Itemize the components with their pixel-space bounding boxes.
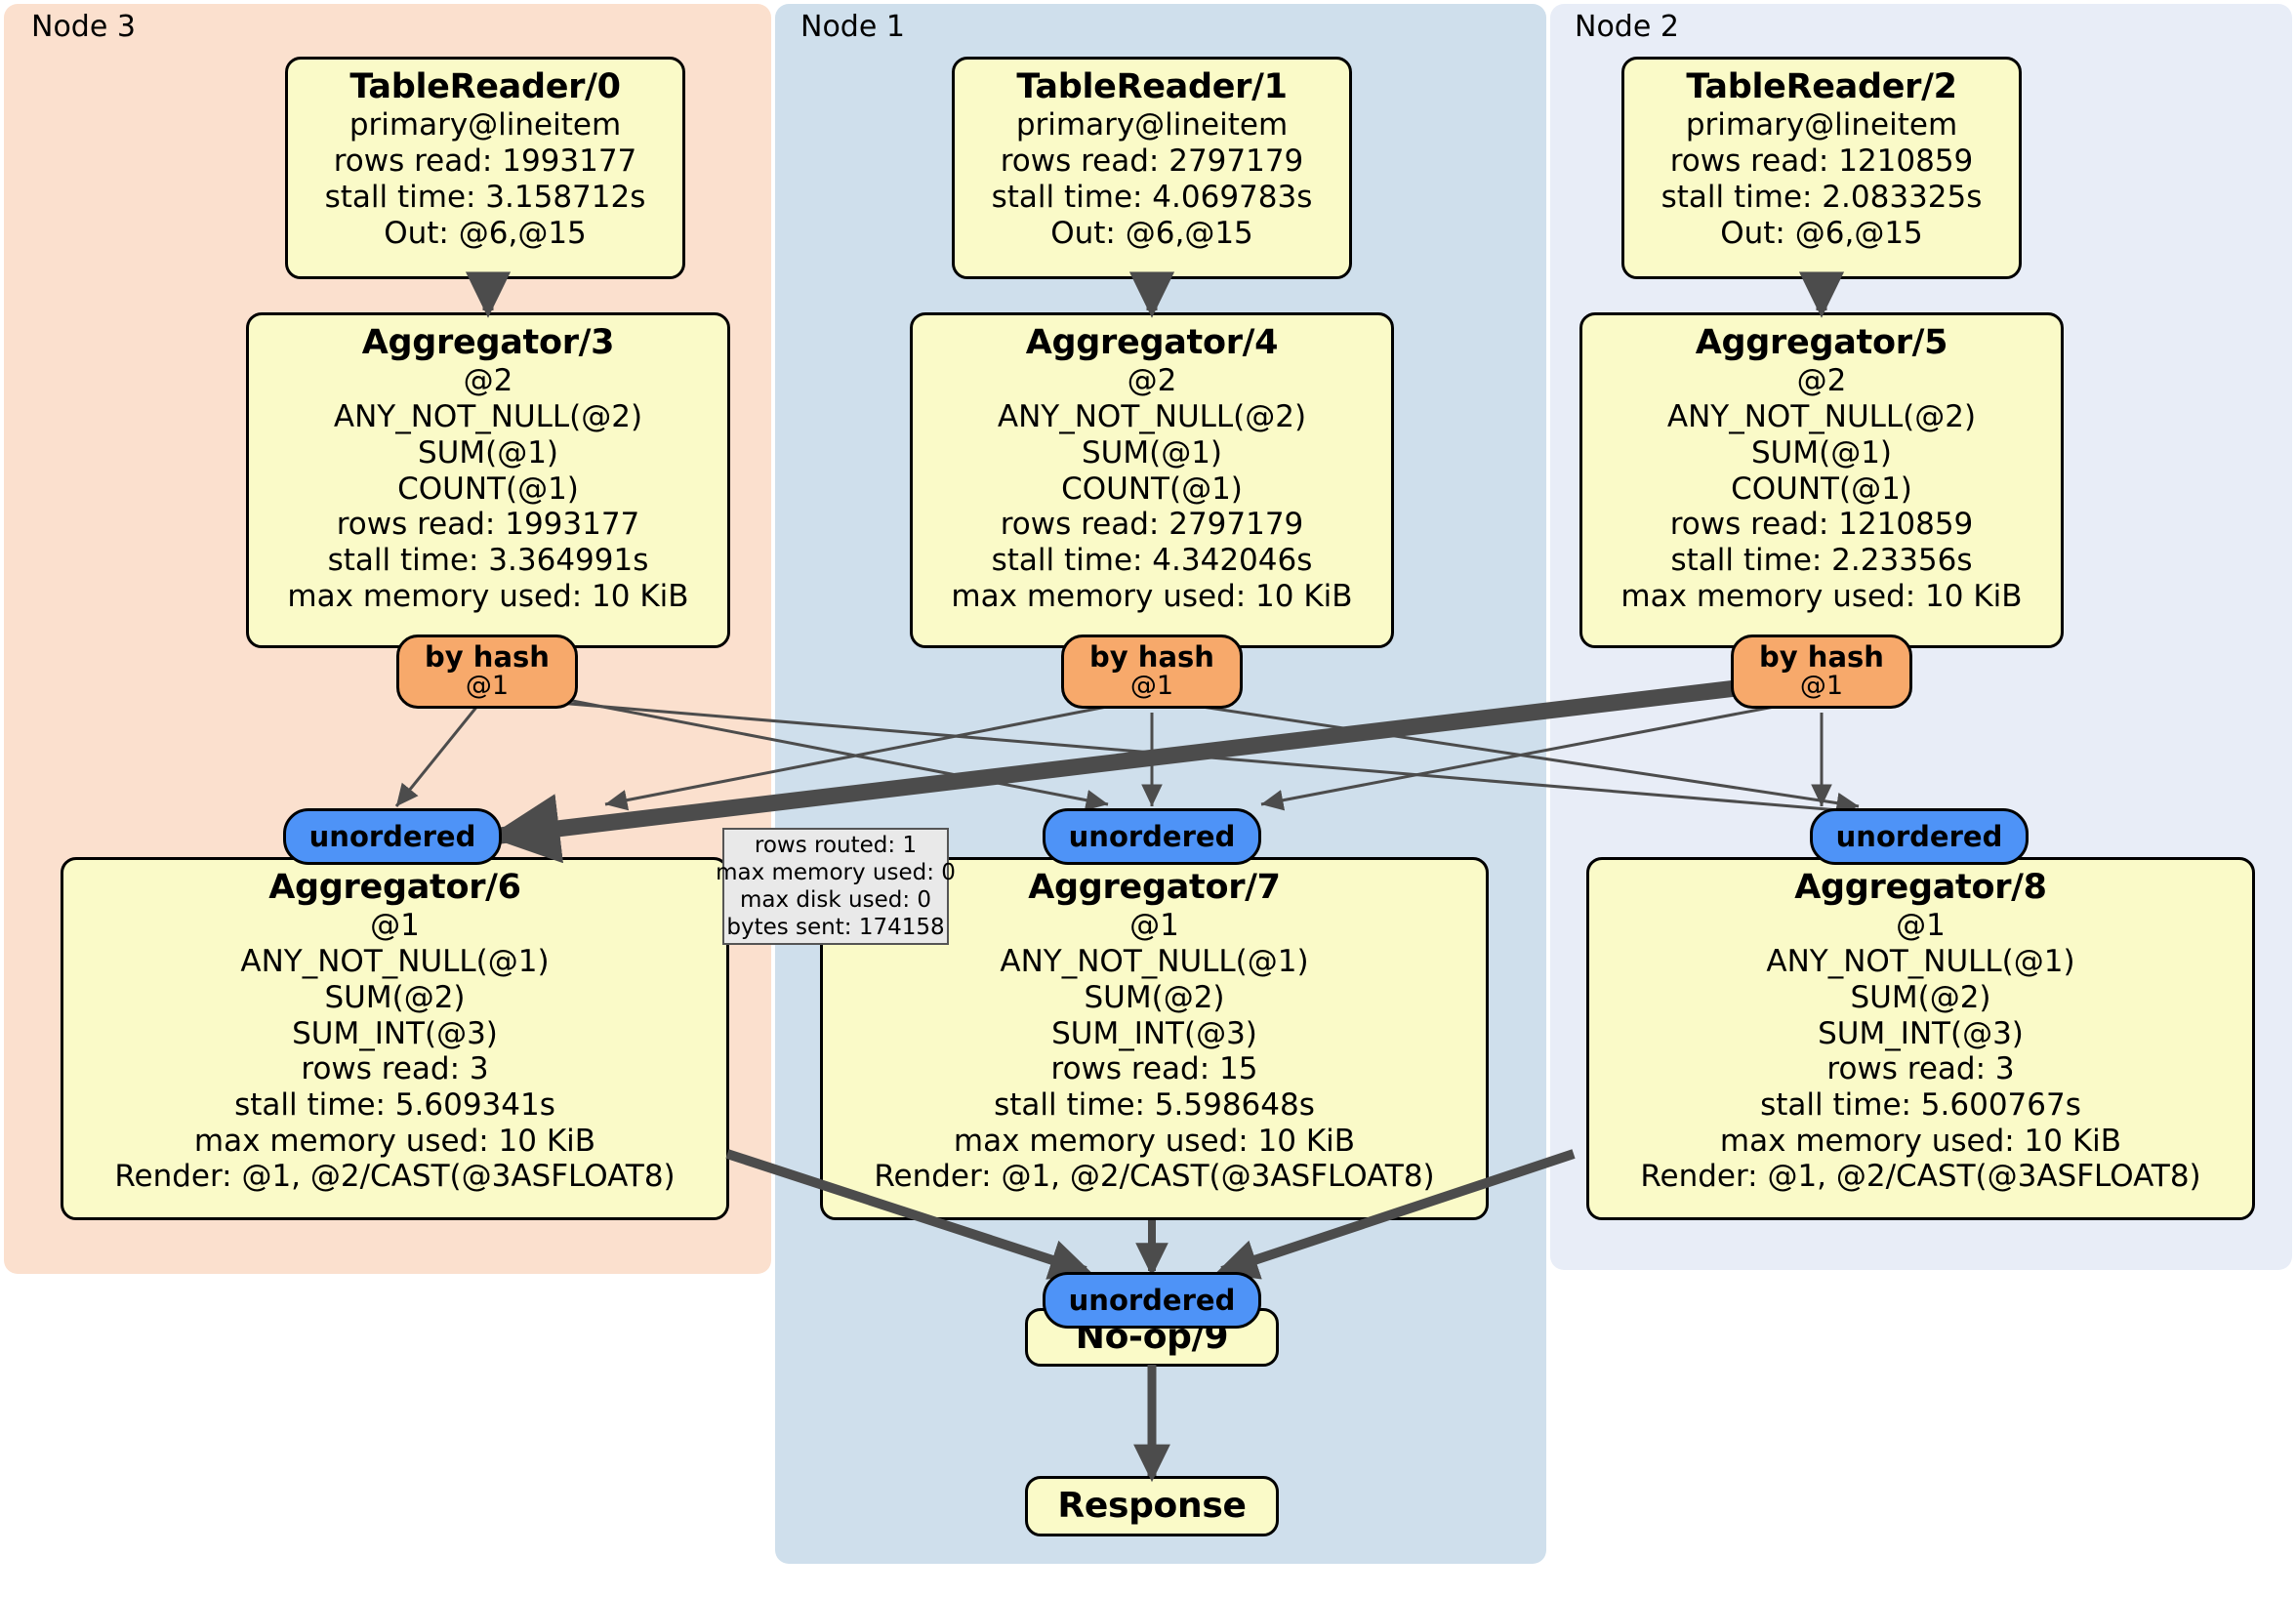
processor-line: rows read: 1993177 [336,507,640,543]
router-badge-column: @1 [1799,671,1844,702]
stats-row-rows-routed: rows routed: 1 [754,832,918,858]
processor-title: Aggregator/8 [1794,868,2047,907]
processor-line: rows read: 3 [301,1051,489,1087]
processor-line: COUNT(@1) [1731,471,1912,507]
synchronizer-badge-label: unordered [308,819,476,853]
processor-aggregator-3[interactable]: Aggregator/3 @2 ANY_NOT_NULL(@2) SUM(@1)… [246,312,730,648]
processor-line: stall time: 4.069783s [991,179,1313,215]
router-badge-label: by hash [1759,639,1884,674]
processor-line: max memory used: 10 KiB [1620,578,2023,614]
processor-tablereader-1[interactable]: TableReader/1 primary@lineitem rows read… [952,57,1352,279]
cluster-label-node-3: Node 3 [31,10,136,44]
processor-line: @1 [370,908,420,944]
router-badge-label: by hash [425,639,550,674]
processor-line: SUM_INT(@3) [292,1015,498,1051]
processor-line: @2 [1796,363,1847,399]
processor-aggregator-6[interactable]: Aggregator/6 @1 ANY_NOT_NULL(@1) SUM(@2)… [61,857,729,1220]
router-badge-by-hash-3[interactable]: by hash @1 [396,635,578,709]
processor-line: Out: @6,@15 [384,215,587,251]
processor-line: SUM(@1) [1081,434,1223,471]
processor-line: rows read: 1210859 [1669,143,1974,180]
processor-line: rows read: 2797179 [1000,507,1304,543]
processor-line: stall time: 5.598648s [994,1086,1315,1123]
processor-line: SUM(@2) [324,979,466,1015]
processor-line: stall time: 3.364991s [327,542,649,578]
processor-line: max memory used: 10 KiB [953,1123,1356,1159]
synchronizer-badge-label: unordered [1068,1283,1236,1317]
processor-line: SUM(@2) [1084,979,1225,1015]
processor-line: rows read: 15 [1050,1051,1258,1087]
processor-line: ANY_NOT_NULL(@1) [240,944,550,980]
processor-line: rows read: 2797179 [1000,143,1304,180]
processor-aggregator-8[interactable]: Aggregator/8 @1 ANY_NOT_NULL(@1) SUM(@2)… [1586,857,2255,1220]
processor-line: stall time: 4.342046s [991,542,1313,578]
processor-line: SUM(@1) [1750,434,1893,471]
processor-line: Out: @6,@15 [1050,215,1253,251]
cluster-label-node-1: Node 1 [800,10,905,44]
router-badge-by-hash-4[interactable]: by hash @1 [1061,635,1243,709]
processor-title: Aggregator/4 [1025,323,1279,362]
processor-title: TableReader/1 [1016,67,1288,106]
processor-line: ANY_NOT_NULL(@2) [1666,399,1977,435]
synchronizer-badge-unordered-noop[interactable]: unordered [1043,1272,1261,1329]
stats-row-max-memory: max memory used: 0 [716,859,956,885]
processor-title: Aggregator/3 [361,323,615,362]
processor-tablereader-0[interactable]: TableReader/0 primary@lineitem rows read… [285,57,685,279]
processor-line: primary@lineitem [348,107,622,143]
processor-line: @1 [1896,908,1946,944]
processor-line: stall time: 5.609341s [234,1086,555,1123]
processor-title: TableReader/0 [349,67,621,106]
processor-title: TableReader/2 [1686,67,1957,106]
processor-line: COUNT(@1) [397,471,579,507]
processor-line: ANY_NOT_NULL(@1) [1766,944,2075,980]
processor-line: Render: @1, @2/CAST(@3ASFLOAT8) [1640,1159,2201,1195]
synchronizer-badge-label: unordered [1835,819,2003,853]
synchronizer-badge-label: unordered [1068,819,1236,853]
processor-line: max memory used: 10 KiB [1719,1123,2122,1159]
processor-line: stall time: 2.083325s [1660,179,1983,215]
router-badge-column: @1 [465,671,510,702]
stats-row-max-disk: max disk used: 0 [739,887,932,913]
processor-line: max memory used: 10 KiB [951,578,1353,614]
router-badge-column: @1 [1129,671,1174,702]
processor-line: stall time: 2.23356s [1670,542,1973,578]
processor-tablereader-2[interactable]: TableReader/2 primary@lineitem rows read… [1621,57,2022,279]
processor-line: primary@lineitem [1015,107,1289,143]
processor-line: Render: @1, @2/CAST(@3ASFLOAT8) [114,1159,676,1195]
processor-line: rows read: 1993177 [333,143,637,180]
stats-row-bytes-sent: bytes sent: 174158 [726,915,945,941]
processor-title: Response [1057,1485,1247,1526]
processor-line: Out: @6,@15 [1720,215,1923,251]
processor-line: rows read: 3 [1826,1051,2015,1087]
processor-line: primary@lineitem [1685,107,1958,143]
cluster-label-node-2: Node 2 [1575,10,1679,44]
processor-line: @1 [1129,908,1179,944]
processor-line: ANY_NOT_NULL(@2) [997,399,1307,435]
processor-line: max memory used: 10 KiB [193,1123,596,1159]
processor-title: Aggregator/5 [1695,323,1948,362]
processor-line: @2 [1127,363,1177,399]
processor-title: Aggregator/6 [268,868,521,907]
synchronizer-badge-unordered-6[interactable]: unordered [283,808,502,865]
processor-line: ANY_NOT_NULL(@2) [333,399,643,435]
processor-line: SUM_INT(@3) [1051,1015,1257,1051]
processor-line: COUNT(@1) [1061,471,1243,507]
processor-line: stall time: 5.600767s [1760,1086,2081,1123]
processor-line: SUM(@1) [417,434,559,471]
synchronizer-badge-unordered-7[interactable]: unordered [1043,808,1261,865]
processor-line: ANY_NOT_NULL(@1) [1000,944,1309,980]
processor-line: rows read: 1210859 [1669,507,1974,543]
synchronizer-badge-unordered-8[interactable]: unordered [1810,808,2029,865]
processor-line: stall time: 3.158712s [324,179,646,215]
processor-line: @2 [463,363,513,399]
router-badge-label: by hash [1089,639,1214,674]
router-badge-by-hash-5[interactable]: by hash @1 [1731,635,1912,709]
processor-line: Render: @1, @2/CAST(@3ASFLOAT8) [874,1159,1435,1195]
processor-line: max memory used: 10 KiB [287,578,689,614]
stream-stats-tooltip: rows routed: 1 max memory used: 0 max di… [716,828,956,945]
processor-title: Aggregator/7 [1028,868,1281,907]
processor-line: SUM(@2) [1850,979,1991,1015]
processor-line: SUM_INT(@3) [1818,1015,2024,1051]
